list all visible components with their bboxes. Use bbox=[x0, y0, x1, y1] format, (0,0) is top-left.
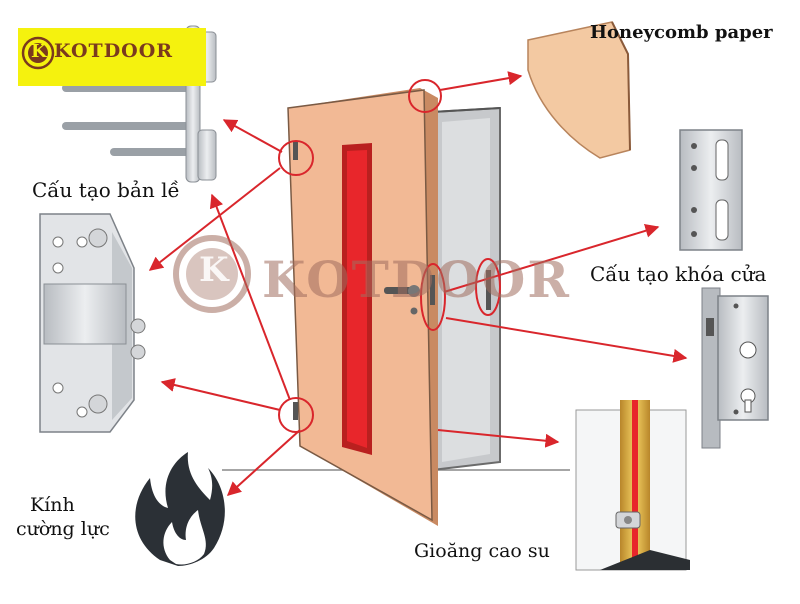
door-handle bbox=[384, 285, 420, 315]
honeycomb-panel-icon bbox=[527, 21, 631, 159]
label-hinge-structure: Cấu tạo bản lề bbox=[32, 178, 180, 202]
label-rubber-gasket: Gioăng cao su bbox=[414, 540, 550, 562]
logo-brand-text: KOTDOOR bbox=[54, 40, 174, 62]
watermark-monogram-icon bbox=[173, 235, 251, 313]
logo-monogram-icon bbox=[18, 28, 206, 86]
callout-circles bbox=[278, 79, 501, 433]
lock-plate-icon bbox=[679, 129, 743, 251]
gasket-strip-icon bbox=[575, 400, 690, 571]
hinge-plate-icon bbox=[39, 213, 146, 433]
watermark-monogram-letter: K bbox=[199, 250, 229, 290]
label-glass-line2: cường lực bbox=[16, 518, 110, 540]
logo-monogram-letter: K bbox=[31, 41, 47, 62]
label-glass-line1: Kính bbox=[30, 494, 75, 516]
callout-arrows bbox=[148, 71, 688, 496]
label-honeycomb-paper: Honeycomb paper bbox=[590, 22, 773, 43]
door-frame bbox=[431, 106, 501, 472]
watermark-brand-text: KOTDOOR bbox=[262, 250, 571, 309]
label-lock-structure: Cấu tạo khóa cửa bbox=[590, 262, 767, 286]
mortise-lock-icon bbox=[701, 287, 769, 449]
flame-icon bbox=[135, 452, 225, 566]
door-leaf bbox=[287, 88, 491, 526]
